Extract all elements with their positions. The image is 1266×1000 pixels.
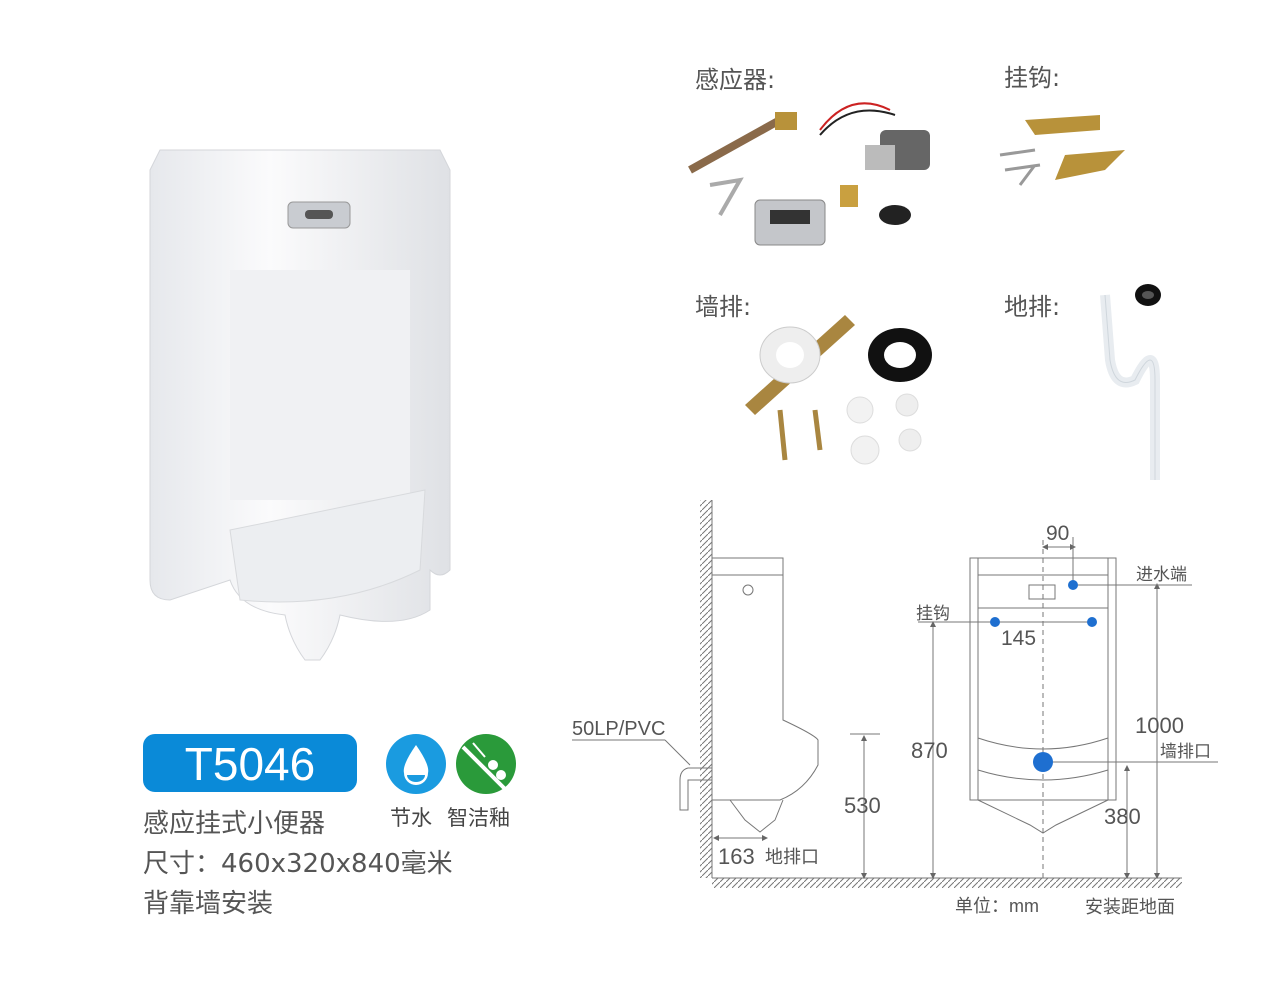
feature-label-glaze: 智洁釉 xyxy=(447,806,510,830)
dim-90: 90 xyxy=(1046,522,1069,545)
accessory-label-sensor: 感应器: xyxy=(695,66,776,94)
urinal-photo xyxy=(149,149,451,661)
dim-145: 145 xyxy=(1001,627,1036,650)
accessory-label-hook: 挂钩: xyxy=(1004,64,1061,92)
product-name: 感应挂式小便器 xyxy=(143,809,326,839)
floor-drain-label: 地排口 xyxy=(765,847,819,867)
dim-1000: 1000 xyxy=(1135,713,1184,738)
glaze-icon xyxy=(456,734,516,794)
hook-kit-image xyxy=(999,115,1125,186)
hook-label: 挂钩 xyxy=(916,604,950,623)
dim-380: 380 xyxy=(1104,804,1141,829)
dim-163: 163 xyxy=(718,844,755,869)
height-note: 安装距地面 xyxy=(1085,897,1175,917)
model-badge: T5046 xyxy=(143,734,357,792)
unit-label: 单位：mm xyxy=(955,896,1039,916)
accessory-label-wall-drain: 墙排: xyxy=(695,293,752,321)
pipe-spec-label: 50LP/PVC xyxy=(572,718,665,740)
sensor-kit-image xyxy=(688,102,930,246)
feature-label-water-saving: 节水 xyxy=(390,806,432,830)
dim-870: 870 xyxy=(911,738,948,763)
install-type: 背靠墙安装 xyxy=(143,889,274,919)
accessory-label-floor-drain: 地排: xyxy=(1004,293,1061,321)
wall-drain-label: 墙排口 xyxy=(1160,742,1211,761)
inlet-label: 进水端 xyxy=(1136,565,1187,584)
product-size: 尺寸：460x320x840毫米 xyxy=(143,849,453,879)
water-drop-icon xyxy=(386,734,446,794)
floor-drain-kit-image xyxy=(1100,284,1161,480)
wall-drain-kit-image xyxy=(745,315,932,465)
dim-530: 530 xyxy=(844,793,881,818)
